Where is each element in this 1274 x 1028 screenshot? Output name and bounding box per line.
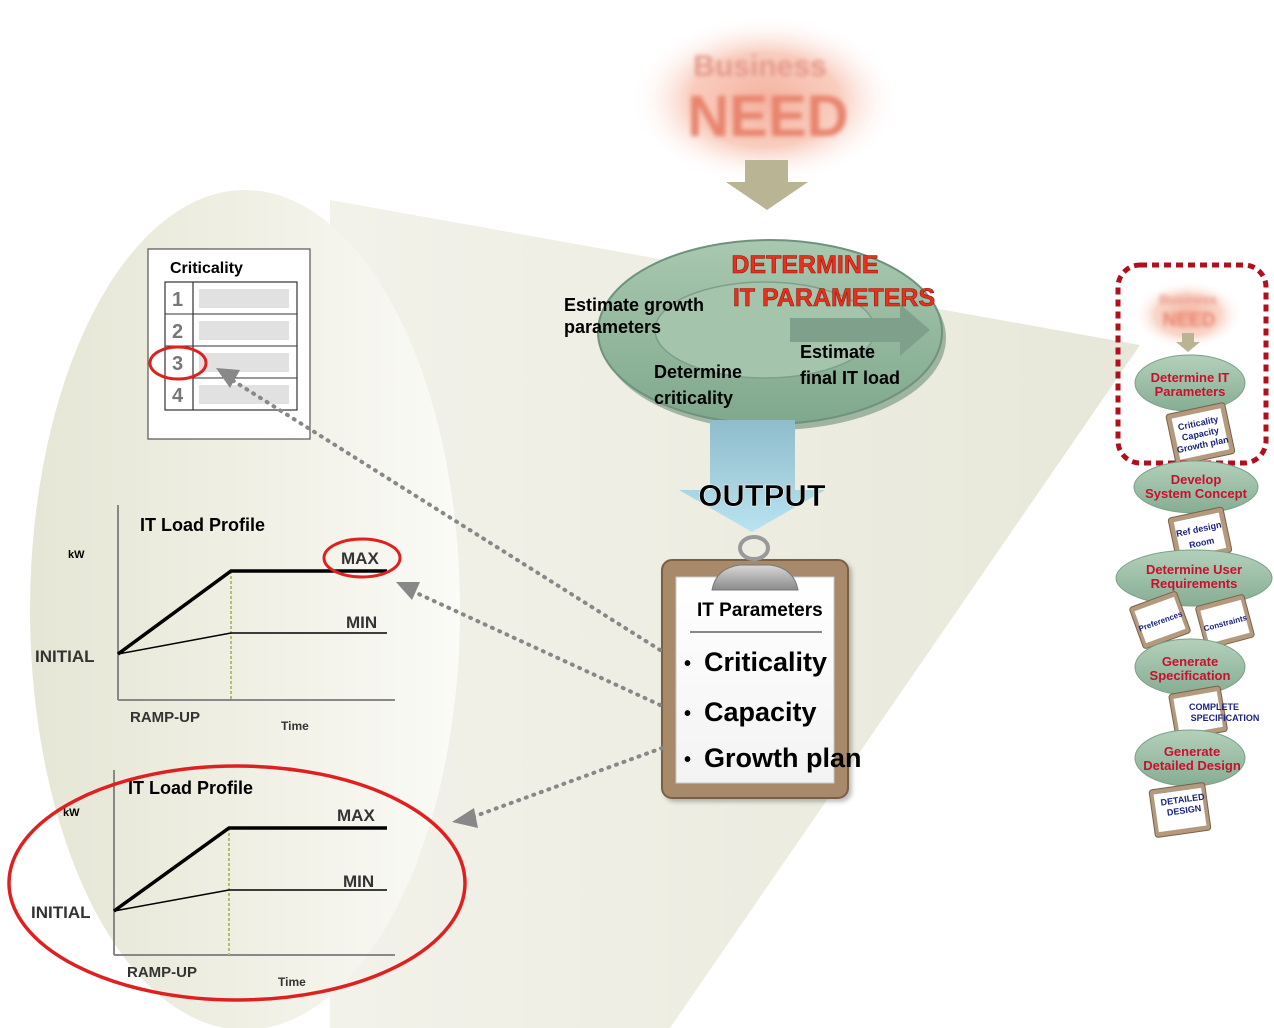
criticality-card: Criticality 1 2 3 4 <box>147 248 311 440</box>
process-step2-line2: criticality <box>654 388 733 408</box>
process-step3-line2: final IT load <box>800 368 900 388</box>
business-need-line2: NEED <box>687 84 848 149</box>
mini-step5-doc-line2: DESIGN <box>1166 803 1202 818</box>
mini-step5-line2: Detailed Design <box>1143 758 1241 773</box>
process-step3-line1: Estimate <box>800 342 875 362</box>
mini-step4-doc-line1: COMPLETE <box>1189 702 1239 712</box>
mini-step1-doc: Criticality Capacity Growth plan <box>1165 402 1236 466</box>
load-profile-1: IT Load Profile kW MAX MIN INITIAL RAMP-… <box>35 505 402 733</box>
output-arrow: OUTPUT <box>679 420 826 532</box>
mini-step2-line2: System Concept <box>1145 486 1248 501</box>
load-profile-2-max-line <box>112 826 387 913</box>
process-step1-line1: Estimate growth <box>564 295 704 315</box>
mini-step1-line2: Parameters <box>1155 384 1226 399</box>
connector-capacity-arrowhead <box>396 582 420 600</box>
criticality-level-1: 1 <box>172 289 183 311</box>
load-profile-2-max-label: MAX <box>337 806 375 825</box>
load-profile-1-title: IT Load Profile <box>140 515 265 535</box>
load-profile-2-min-line <box>113 889 387 912</box>
mini-step5-line1: Generate <box>1164 744 1220 759</box>
load-profile-2: IT Load Profile kW MAX MIN INITIAL RAMP-… <box>7 764 467 1002</box>
clipboard-item-capacity: Capacity <box>704 697 817 727</box>
output-label: OUTPUT <box>698 478 826 513</box>
mini-step3-doc-b: Constraints <box>1195 594 1255 650</box>
connector-criticality-arrowhead <box>216 368 240 388</box>
connector-capacity <box>408 588 662 707</box>
criticality-card-title: Criticality <box>170 260 243 277</box>
connector-growth-plan <box>468 746 664 820</box>
process-step1-line2: parameters <box>564 317 661 337</box>
load-profile-1-initial-label: INITIAL <box>35 647 95 666</box>
load-profile-1-max-highlight <box>322 537 402 579</box>
load-profile-1-min-label: MIN <box>346 613 377 632</box>
load-profile-2-y-unit: kW <box>63 807 80 819</box>
load-profile-2-min-label: MIN <box>343 872 374 891</box>
mini-flow: Business NEED Determine IT Parameters Cr… <box>1115 262 1273 838</box>
mini-business-line2: NEED <box>1163 310 1216 331</box>
clip-icon <box>711 564 799 591</box>
load-profile-1-max-label: MAX <box>341 549 379 568</box>
process-disc: DETERMINE IT PARAMETERS Estimate growth … <box>564 239 946 430</box>
criticality-level-3: 3 <box>172 353 183 375</box>
load-profile-2-initial-label: INITIAL <box>31 903 91 922</box>
mini-step3-doc-a: Preferences <box>1129 591 1191 649</box>
clipboard-item-growth-plan: Growth plan <box>704 743 862 773</box>
mini-step5-doc: DETAILED DESIGN <box>1148 782 1212 838</box>
mini-step2-line1: Develop <box>1171 472 1222 487</box>
mini-step4-line1: Generate <box>1162 654 1218 669</box>
load-profile-1-min-line <box>117 632 387 655</box>
clipboard-item-criticality: Criticality <box>704 647 827 677</box>
clipboard: IT Parameters • Criticality • Capacity •… <box>661 535 862 799</box>
criticality-level-4: 4 <box>172 385 184 407</box>
criticality-highlight-ring <box>148 345 208 381</box>
need-to-process-arrow <box>726 160 808 210</box>
business-need: Business NEED <box>630 15 900 185</box>
business-need-line1: Business <box>693 50 826 83</box>
mini-step3-line2: Requirements <box>1151 576 1238 591</box>
process-title-line1: DETERMINE <box>731 251 878 279</box>
mini-business-line1: Business <box>1159 292 1217 307</box>
mini-step4-doc <box>1168 685 1228 741</box>
load-profile-2-title: IT Load Profile <box>128 778 253 798</box>
load-profile-1-y-unit: kW <box>68 549 85 561</box>
connector-growth-plan-arrowhead <box>452 808 478 828</box>
clipboard-title: IT Parameters <box>697 600 823 621</box>
process-title-line2: IT PARAMETERS <box>733 284 935 312</box>
load-profile-2-highlight-ring <box>7 764 467 1002</box>
load-profile-2-x-label: Time <box>278 975 306 989</box>
mini-step1-line1: Determine IT <box>1151 370 1230 385</box>
mini-step4-doc-line2: SPECIFICATION <box>1191 713 1260 723</box>
clipboard-bullet-1: • <box>684 653 691 675</box>
load-profile-1-rampup-label: RAMP-UP <box>130 709 200 726</box>
mini-need-arrow <box>1176 333 1200 352</box>
clipboard-bullet-3: • <box>684 749 691 771</box>
clipboard-bullet-2: • <box>684 703 691 725</box>
mini-step3-line1: Determine User <box>1146 562 1242 577</box>
zoom-ellipse <box>30 190 460 1028</box>
mini-step2-doc: Ref design Room <box>1167 506 1233 564</box>
clip-ring-icon <box>738 535 770 561</box>
cycle-arrow-icon <box>790 304 930 356</box>
criticality-level-2: 2 <box>172 321 183 343</box>
load-profile-1-x-label: Time <box>281 719 309 733</box>
process-step2-line1: Determine <box>654 362 742 382</box>
mini-step4-line2: Specification <box>1150 668 1231 683</box>
connectors <box>230 378 664 820</box>
load-profile-2-rampup-label: RAMP-UP <box>127 964 197 981</box>
